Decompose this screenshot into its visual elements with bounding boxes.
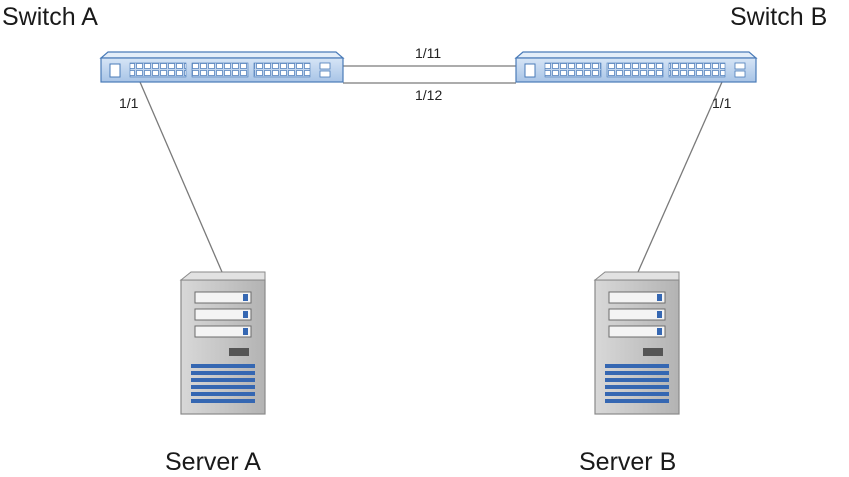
switch-b-label: Switch B: [730, 3, 828, 31]
switch-a-icon: [99, 51, 345, 83]
switch-b-icon: [514, 51, 758, 83]
switch-a-label: Switch A: [2, 3, 98, 31]
link-switch-b-server-b: [637, 81, 723, 273]
switch-b-port-label: 1/1: [712, 95, 732, 111]
server-b-icon: [593, 271, 680, 415]
server-b-label: Server B: [579, 448, 677, 476]
trunk-port-1-11-label: 1/11: [415, 45, 442, 61]
server-a-icon: [179, 271, 266, 415]
switch-a-port-label: 1/1: [119, 95, 139, 111]
trunk-port-1-12-label: 1/12: [415, 87, 443, 103]
links: [139, 65, 723, 273]
link-switch-a-server-a: [139, 81, 223, 273]
server-a-label: Server A: [165, 448, 261, 476]
